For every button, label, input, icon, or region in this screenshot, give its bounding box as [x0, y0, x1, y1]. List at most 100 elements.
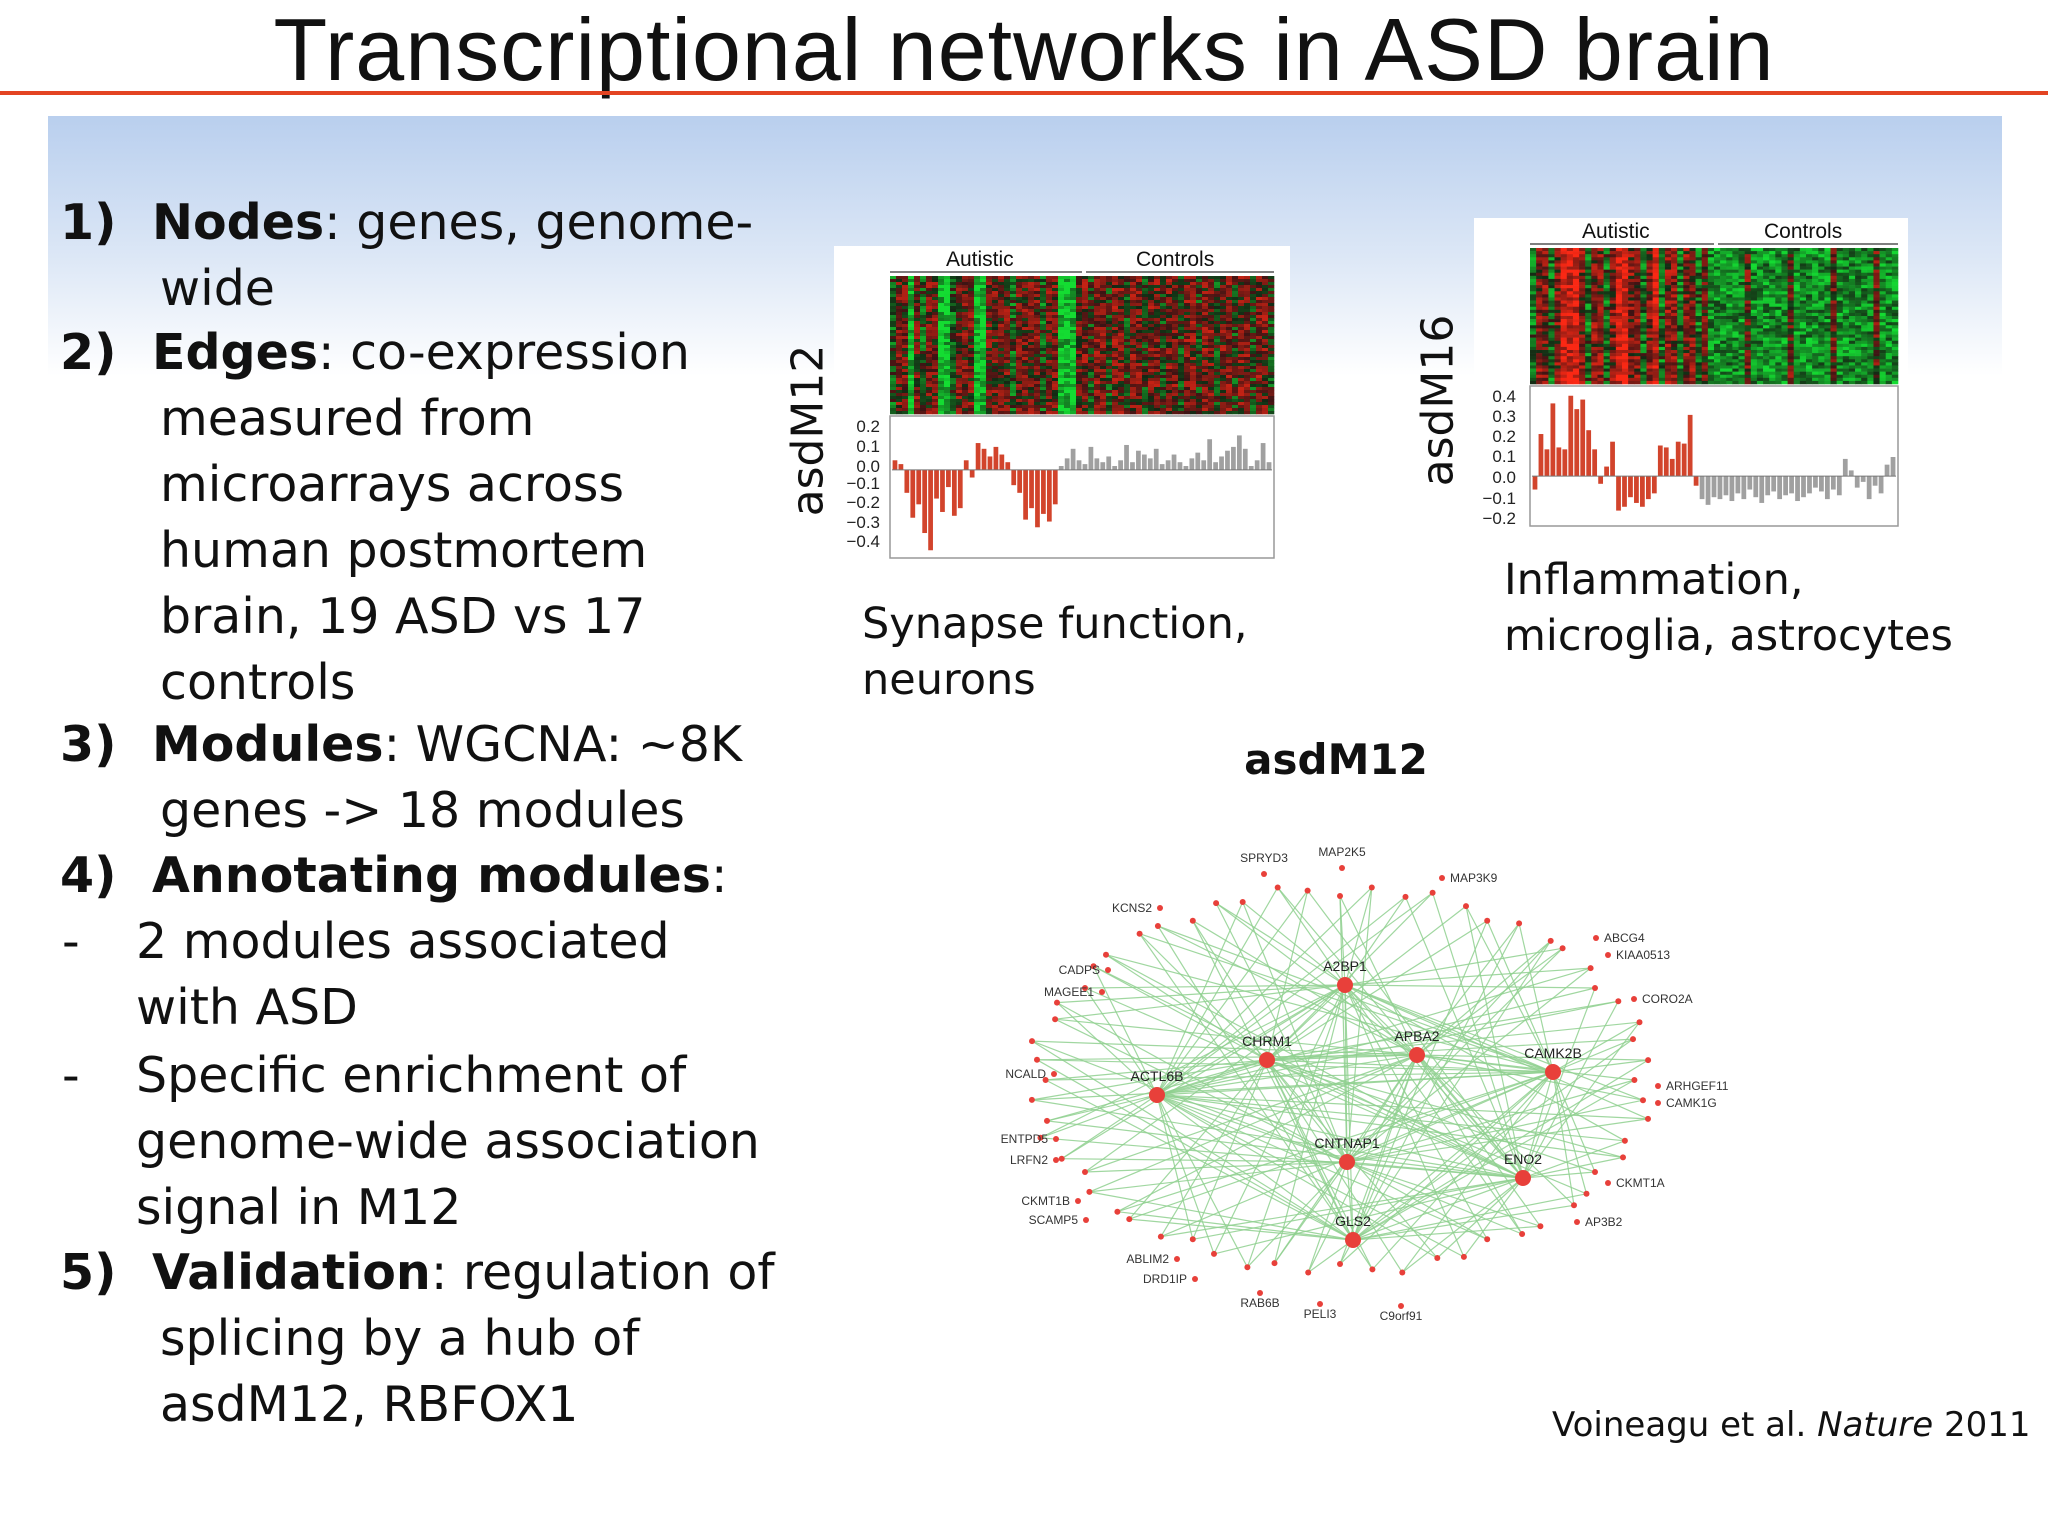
heatmap-cell [1016, 339, 1023, 343]
heatmap-cell [1756, 371, 1764, 376]
heatmap-cell [1554, 340, 1561, 345]
heatmap-cell [1142, 381, 1149, 385]
heatmap-cell [980, 300, 987, 304]
heatmap-cell [1579, 254, 1586, 258]
heatmap-cell [1793, 303, 1801, 308]
heatmap-cell [1010, 411, 1017, 415]
heatmap-cell [1028, 408, 1035, 412]
heatmap-cell [986, 393, 993, 397]
heatmap-cell [1196, 357, 1203, 361]
heatmap-cell [902, 285, 909, 289]
heatmap-cell [1683, 260, 1690, 264]
bar [975, 443, 981, 470]
heatmap-cell [950, 330, 957, 334]
heatmap-cell [1572, 322, 1580, 326]
heatmap-cell [1040, 408, 1047, 412]
heatmap-cell [1142, 366, 1149, 370]
heatmap-cell [1775, 328, 1782, 332]
heatmap-cell [1591, 368, 1598, 372]
heatmap-cell [1646, 285, 1653, 289]
heatmap-cell [1689, 306, 1696, 311]
heatmap-cell [902, 309, 909, 313]
heatmap-cell [1064, 339, 1071, 343]
heatmap-cell [1591, 269, 1598, 274]
heatmap-cell [1016, 402, 1023, 406]
heatmap-cell [1750, 365, 1758, 369]
heatmap-cell [908, 324, 915, 328]
heatmap-cell [1022, 309, 1029, 313]
heatmap-cell [1022, 408, 1029, 412]
heatmap-cell [1256, 294, 1263, 298]
heatmap-cell [1671, 368, 1678, 372]
heatmap-cell [1046, 351, 1053, 355]
heatmap-cell [932, 345, 939, 349]
heatmap-cell [1010, 399, 1017, 403]
heatmap-cell [1136, 339, 1143, 343]
heatmap-cell [1671, 371, 1678, 376]
heatmap-cell [1124, 363, 1131, 367]
heatmap-cell [1028, 315, 1035, 319]
heatmap-cell [1088, 393, 1095, 397]
heatmap-cell [1268, 411, 1275, 415]
heatmap-cell [1609, 319, 1617, 323]
heatmap-cell [1664, 254, 1672, 258]
heatmap-cell [1530, 309, 1537, 314]
heatmap-cell [980, 384, 987, 388]
heatmap-cell [998, 411, 1005, 415]
heatmap-cell [1658, 285, 1666, 289]
heatmap-cell [968, 411, 975, 415]
heatmap-cell [986, 378, 993, 382]
heatmap-cell [1714, 275, 1721, 280]
heatmap-cell [1088, 333, 1095, 337]
heatmap-cell [1142, 309, 1149, 313]
heatmap-cell [1658, 331, 1666, 335]
heatmap-cell [1597, 263, 1604, 267]
heatmap-cell [1256, 342, 1263, 346]
heatmap-cell [1634, 350, 1641, 354]
heatmap-cell [974, 411, 981, 415]
heatmap-cell [950, 372, 957, 376]
heatmap-cell [1028, 357, 1035, 361]
heatmap-cell [1664, 263, 1672, 267]
heatmap-cell [914, 375, 921, 379]
heatmap-cell [1787, 278, 1795, 283]
heatmap-cell [1707, 248, 1715, 252]
heatmap-cell [1106, 357, 1113, 361]
heatmap-cell [1022, 381, 1029, 385]
heatmap-cell [980, 360, 987, 364]
heatmap-cell [956, 366, 963, 370]
heatmap-cell [1016, 324, 1023, 328]
heatmap-cell [1244, 321, 1251, 325]
heatmap-cell [1744, 285, 1752, 289]
heatmap-cell [1064, 288, 1071, 292]
heatmap-cell [1664, 380, 1672, 385]
heatmap-cell [1226, 294, 1233, 298]
heatmap-cell [1781, 374, 1788, 379]
heatmap-cell [1142, 312, 1149, 316]
heatmap-cell [1560, 272, 1568, 277]
heatmap-cell [1226, 345, 1233, 349]
heatmap-cell [920, 375, 927, 379]
heatmap-cell [1094, 387, 1101, 391]
heatmap-cell [1622, 248, 1629, 252]
heatmap-cell [1226, 348, 1233, 352]
heatmap-cell [1046, 315, 1053, 319]
heatmap-cell [1106, 387, 1113, 391]
heatmap-cell [1232, 294, 1239, 298]
heatmap-cell [1787, 294, 1795, 298]
heatmap-cell [1154, 393, 1161, 397]
heatmap-cell [980, 372, 987, 376]
heatmap-cell [1548, 325, 1555, 329]
heatmap-cell [1664, 257, 1672, 261]
heatmap-cell [1671, 340, 1678, 345]
heatmap-cell [1004, 408, 1011, 412]
heatmap-cell [1166, 366, 1173, 370]
heatmap-cell [1658, 368, 1666, 372]
heatmap-cell [932, 306, 939, 310]
heatmap-cell [1781, 328, 1788, 332]
heatmap-cell [1775, 346, 1782, 351]
heatmap-cell [1738, 343, 1745, 348]
heatmap-cell [1597, 269, 1604, 274]
heatmap-cell [1238, 393, 1245, 397]
bar [1017, 469, 1023, 493]
